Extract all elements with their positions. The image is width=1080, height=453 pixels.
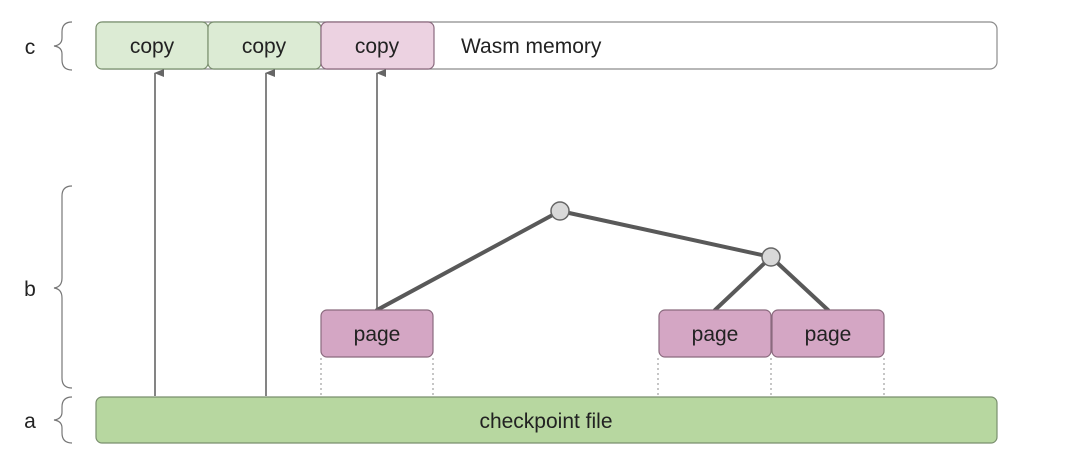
page-projection-lines xyxy=(320,358,885,396)
copy-label-2: copy xyxy=(242,35,287,58)
copy-block-2: copy xyxy=(207,21,322,70)
row-label-c: c xyxy=(25,36,36,59)
checkpoint-file-label: checkpoint file xyxy=(479,410,612,433)
page-label-3: page xyxy=(805,323,852,346)
tree-edge-root-inner xyxy=(558,209,773,259)
brace-a xyxy=(53,396,73,444)
row-label-a: a xyxy=(24,410,36,433)
brace-c xyxy=(53,21,73,71)
brace-b xyxy=(53,185,73,389)
tree-inner-node xyxy=(761,247,781,267)
tree-edge-inner-page-3 xyxy=(769,255,830,312)
copy-block-3: copy xyxy=(320,21,435,70)
tree-edges xyxy=(375,209,830,312)
row-label-b: b xyxy=(24,278,36,301)
page-label-2: page xyxy=(692,323,739,346)
page-block-1: page xyxy=(320,309,434,358)
tree-edge-inner-page-2 xyxy=(713,255,773,312)
page-block-3: page xyxy=(771,309,885,358)
copy-label-1: copy xyxy=(130,35,175,58)
tree-root-node xyxy=(550,201,570,221)
page-block-2: page xyxy=(658,309,772,358)
wasm-memory-label: Wasm memory xyxy=(461,35,602,58)
copy-label-3: copy xyxy=(355,35,400,58)
checkpoint-file-bar: checkpoint file xyxy=(95,396,998,444)
copy-block-1: copy xyxy=(95,21,209,70)
page-label-1: page xyxy=(354,323,401,346)
tree-edge-root-left-page xyxy=(375,209,562,312)
